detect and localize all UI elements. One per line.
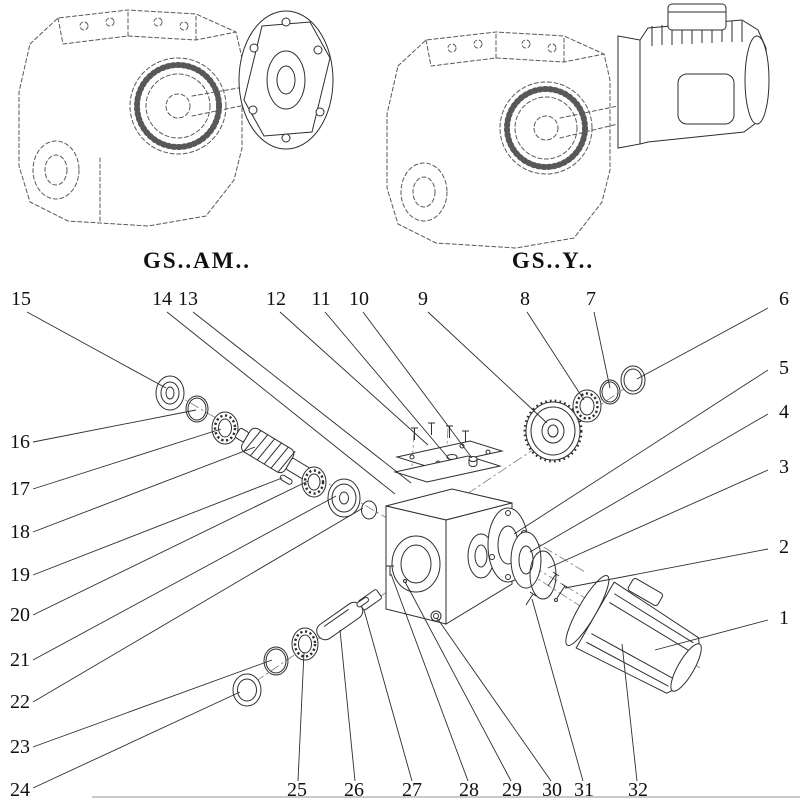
leader-line-2: [564, 548, 769, 589]
leader-line-27: [363, 609, 413, 782]
callout-number-27: 27: [402, 779, 422, 800]
callout-number-13: 13: [178, 288, 198, 310]
leader-line-23: [32, 659, 273, 748]
callout-number-11: 11: [311, 288, 330, 310]
leader-line-3: [547, 469, 769, 569]
leader-line-10: [362, 311, 473, 459]
part-plug-10: [468, 456, 478, 467]
leader-line-7: [593, 311, 611, 389]
callout-number-22: 22: [10, 691, 30, 713]
variant-label-gsam: GS..AM..: [143, 248, 251, 273]
part-gasket-ring: [529, 550, 557, 600]
callout-number-4: 4: [779, 401, 789, 423]
callout-number-12: 12: [266, 288, 286, 310]
part-bearing-25: [291, 627, 319, 661]
leader-line-24: [32, 691, 241, 789]
callout-number-28: 28: [459, 779, 479, 800]
callout-number-18: 18: [10, 521, 30, 543]
leader-line-17: [32, 428, 222, 490]
callout-number-9: 9: [418, 288, 428, 310]
callout-number-32: 32: [628, 779, 648, 800]
part-housing: [385, 488, 513, 625]
leader-line-31: [531, 598, 584, 782]
part-oil-seal: [155, 375, 185, 411]
part-washer-24: [232, 673, 262, 707]
callout-number-30: 30: [542, 779, 562, 800]
gsy-housing-drawing: [386, 31, 619, 249]
part-shim-ring: [620, 365, 646, 395]
leader-line-28: [390, 573, 469, 782]
part-cover-gasket: [393, 455, 502, 483]
part-bearing-17: [211, 411, 239, 445]
leader-line-1: [654, 619, 769, 651]
callout-number-21: 21: [10, 649, 30, 671]
callout-number-7: 7: [586, 288, 596, 310]
leader-line-12: [279, 311, 429, 446]
leader-line-8: [526, 311, 585, 401]
leader-line-16: [32, 409, 197, 443]
leader-line-29: [408, 588, 512, 782]
gsam-housing-drawing: [18, 9, 251, 227]
callout-number-24: 24: [10, 779, 30, 800]
callout-number-17: 17: [10, 478, 30, 500]
leader-line-18: [32, 446, 256, 533]
leader-line-26: [339, 629, 356, 782]
callout-number-6: 6: [779, 288, 789, 310]
part-bearing-20: [301, 466, 327, 498]
leader-line-20: [32, 480, 309, 616]
callout-number-16: 16: [10, 431, 30, 453]
callout-number-14: 14: [152, 288, 172, 310]
callout-number-23: 23: [10, 736, 30, 758]
callout-number-10: 10: [349, 288, 369, 310]
part-snap-ring-16: [185, 395, 209, 423]
callout-number-25: 25: [287, 779, 307, 800]
part-key-27: [356, 596, 369, 608]
leader-line-14: [166, 311, 396, 495]
callout-number-3: 3: [779, 456, 789, 478]
part-bearing-input: [572, 389, 602, 423]
part-housing-cover: [395, 440, 504, 468]
leader-line-30: [436, 617, 552, 782]
leader-line-6: [636, 307, 769, 380]
callout-number-1: 1: [779, 607, 789, 629]
callout-number-2: 2: [779, 536, 789, 558]
gsam-flange-drawing: [238, 10, 334, 150]
part-ring-22: [361, 500, 377, 520]
leader-line-13: [192, 311, 412, 484]
callout-number-29: 29: [502, 779, 522, 800]
callout-number-26: 26: [344, 779, 364, 800]
part-plug-30: [430, 610, 442, 622]
part-adapter-flange: [510, 531, 542, 589]
gsy-motor-drawing: [617, 3, 770, 149]
part-motor: [565, 575, 702, 694]
leader-line-32: [621, 643, 638, 782]
callout-number-31: 31: [574, 779, 594, 800]
leader-line-4: [529, 413, 769, 553]
variant-label-gsy: GS..Y..: [511, 248, 595, 273]
callout-number-5: 5: [779, 357, 789, 379]
leader-line-21: [32, 495, 337, 661]
part-screw-28: [386, 565, 394, 576]
leader-line-19: [32, 477, 283, 576]
part-snap-ring-23: [263, 646, 289, 676]
callout-number-20: 20: [10, 604, 30, 626]
callout-number-19: 19: [10, 564, 30, 586]
leader-line-25: [297, 651, 305, 782]
callout-number-15: 15: [11, 288, 31, 310]
leader-line-11: [324, 311, 451, 461]
callout-number-8: 8: [520, 288, 530, 310]
leader-line-9: [427, 311, 548, 424]
part-snap-ring-input: [599, 379, 621, 405]
leader-line-5: [513, 369, 769, 535]
leader-line-15: [26, 311, 167, 389]
part-cover-screws: [411, 422, 469, 443]
part-output-shaft: [316, 589, 382, 641]
part-key-19: [279, 474, 293, 485]
part-worm-wheel-disc: [327, 478, 361, 518]
leader-line-22: [32, 507, 364, 703]
